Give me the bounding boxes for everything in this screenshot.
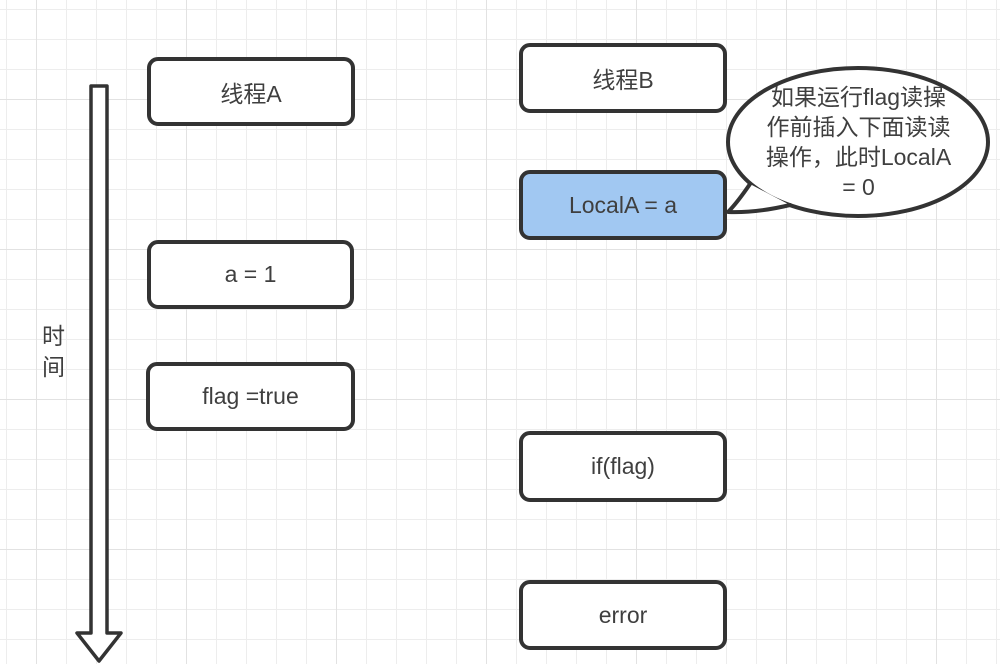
node-if-flag: if(flag) (519, 431, 727, 502)
callout-line: 作前插入下面读读 (766, 114, 951, 140)
node-local-a-highlighted: LocalA = a (519, 170, 727, 240)
callout-line: 如果运行flag读操 (770, 84, 947, 110)
node-a-assign: a = 1 (147, 240, 354, 309)
callout-text: 如果运行flag读操 作前插入下面读读 操作，此时LocalA = 0 (737, 82, 980, 202)
node-flag-assign: flag =true (146, 362, 355, 431)
node-thread-a: 线程A (147, 57, 355, 126)
time-axis-label: 时间 (42, 323, 65, 380)
callout-line: 操作，此时LocalA (765, 144, 952, 170)
callout-line: = 0 (842, 174, 875, 200)
node-error: error (519, 580, 727, 650)
time-axis-arrow-icon (75, 84, 123, 663)
node-thread-b: 线程B (519, 43, 727, 113)
